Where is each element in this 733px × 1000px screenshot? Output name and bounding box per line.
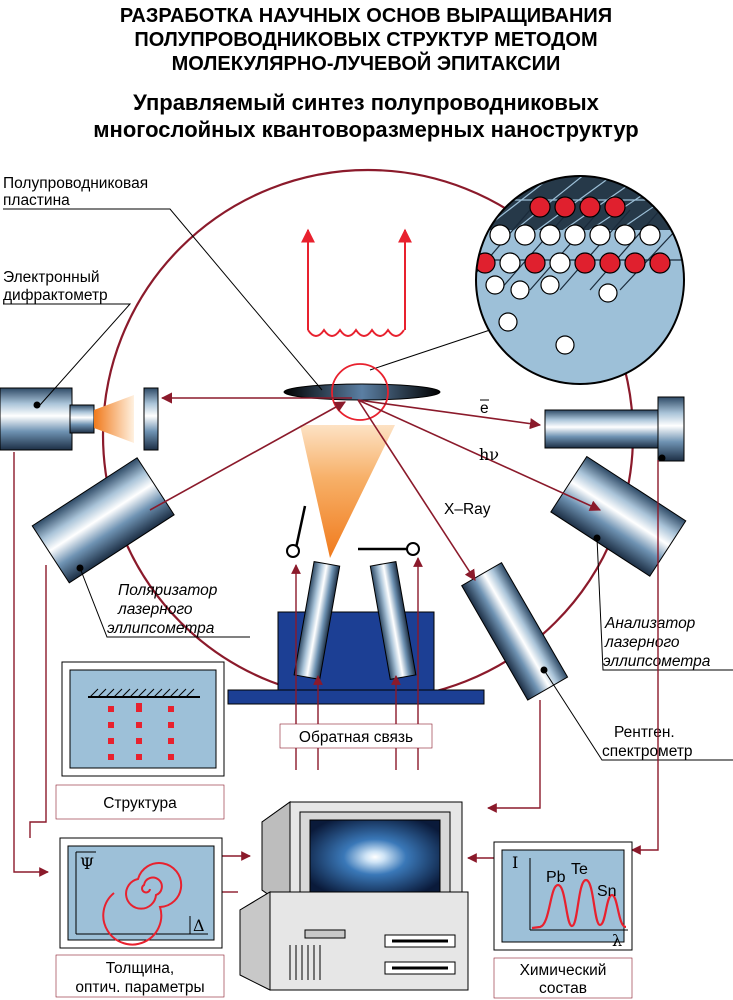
chemical-label-1: Химический <box>520 962 607 979</box>
diffractometer-leader <box>3 303 132 406</box>
thickness-label-2: оптич. параметры <box>75 979 204 996</box>
analyzer-label-3: эллипсометра <box>603 653 711 670</box>
polarizer-label-1: Поляризатор <box>118 582 218 599</box>
xray-beam-label: X–Ray <box>444 501 491 518</box>
chemical-label-box <box>493 957 633 999</box>
feedback-box <box>279 723 433 749</box>
effusion-cells <box>227 505 485 705</box>
diffraction-screen-detector <box>544 396 685 462</box>
chemical-label-2: состав <box>539 980 587 997</box>
psi-axis: Ψ <box>80 854 94 873</box>
beam-arrows <box>149 392 602 581</box>
structure-panel <box>61 661 225 777</box>
analyzer-cylinder <box>550 455 687 577</box>
polarizer-cylinder <box>31 457 175 584</box>
diffractometer-label-1: Электронный <box>3 269 100 286</box>
structure-label: Структура <box>103 795 177 812</box>
polarizer-label-2: лазерного <box>117 601 193 618</box>
wavelength-axis: λ <box>612 931 622 950</box>
subtitle-line-2: многослойных квантоворазмерных нанострук… <box>93 117 638 142</box>
intensity-axis: I <box>512 853 518 872</box>
lattice-zoom <box>475 175 685 385</box>
photon-symbol: hν <box>479 445 499 464</box>
analyzer-label-2: лазерного <box>604 634 680 651</box>
heater-filament <box>301 228 412 337</box>
wafer-label-1: Полупроводниковая <box>3 175 148 192</box>
wafer-leader <box>3 208 323 391</box>
growth-zone-circle <box>331 363 389 421</box>
title-line-1: РАЗРАБОТКА НАУЧНЫХ ОСНОВ ВЫРАЩИВАНИЯ <box>120 5 612 27</box>
ellipsometry-panel <box>59 837 223 949</box>
peak-pb: Pb <box>546 869 566 886</box>
feedback-label: Обратная связь <box>299 729 413 746</box>
spectrum-panel <box>493 841 633 951</box>
polarizer-leader <box>79 567 250 638</box>
analyzer-leader <box>596 537 733 671</box>
title-line-3: МОЛЕКУЛЯРНО-ЛУЧЕВОЙ ЭПИТАКСИИ <box>172 51 561 75</box>
signal-routing <box>13 452 659 893</box>
thickness-label-box <box>55 954 225 998</box>
xray-leader <box>543 669 733 761</box>
diffractometer-label-2: дифрактометр <box>3 287 108 304</box>
subtitle-line-1: Управляемый синтез полупроводниковых <box>133 90 600 115</box>
structure-label-box <box>55 784 225 820</box>
computer-monitor <box>261 801 463 911</box>
electron-symbol: e <box>480 400 489 417</box>
wafer-label-2: пластина <box>3 192 70 209</box>
peak-sn: Sn <box>597 883 617 900</box>
molecular-beam-plume <box>300 425 395 558</box>
thickness-label-1: Толщина, <box>106 960 174 977</box>
xray-spectrometer-cylinder <box>461 562 569 701</box>
zoom-leader <box>369 329 491 371</box>
xray-label-2: спектрометр <box>602 743 693 760</box>
xray-label-1: Рентген. <box>614 724 675 741</box>
polarizer-label-3: эллипсометра <box>107 620 215 637</box>
computer-system-unit <box>239 891 469 991</box>
analyzer-label-1: Анализатор <box>604 615 696 632</box>
electron-gun <box>0 387 159 451</box>
title-line-2: ПОЛУПРОВОДНИКОВЫХ СТРУКТУР МЕТОДОМ <box>134 29 597 51</box>
peak-te: Te <box>571 861 588 878</box>
delta-axis: Δ <box>193 916 205 935</box>
